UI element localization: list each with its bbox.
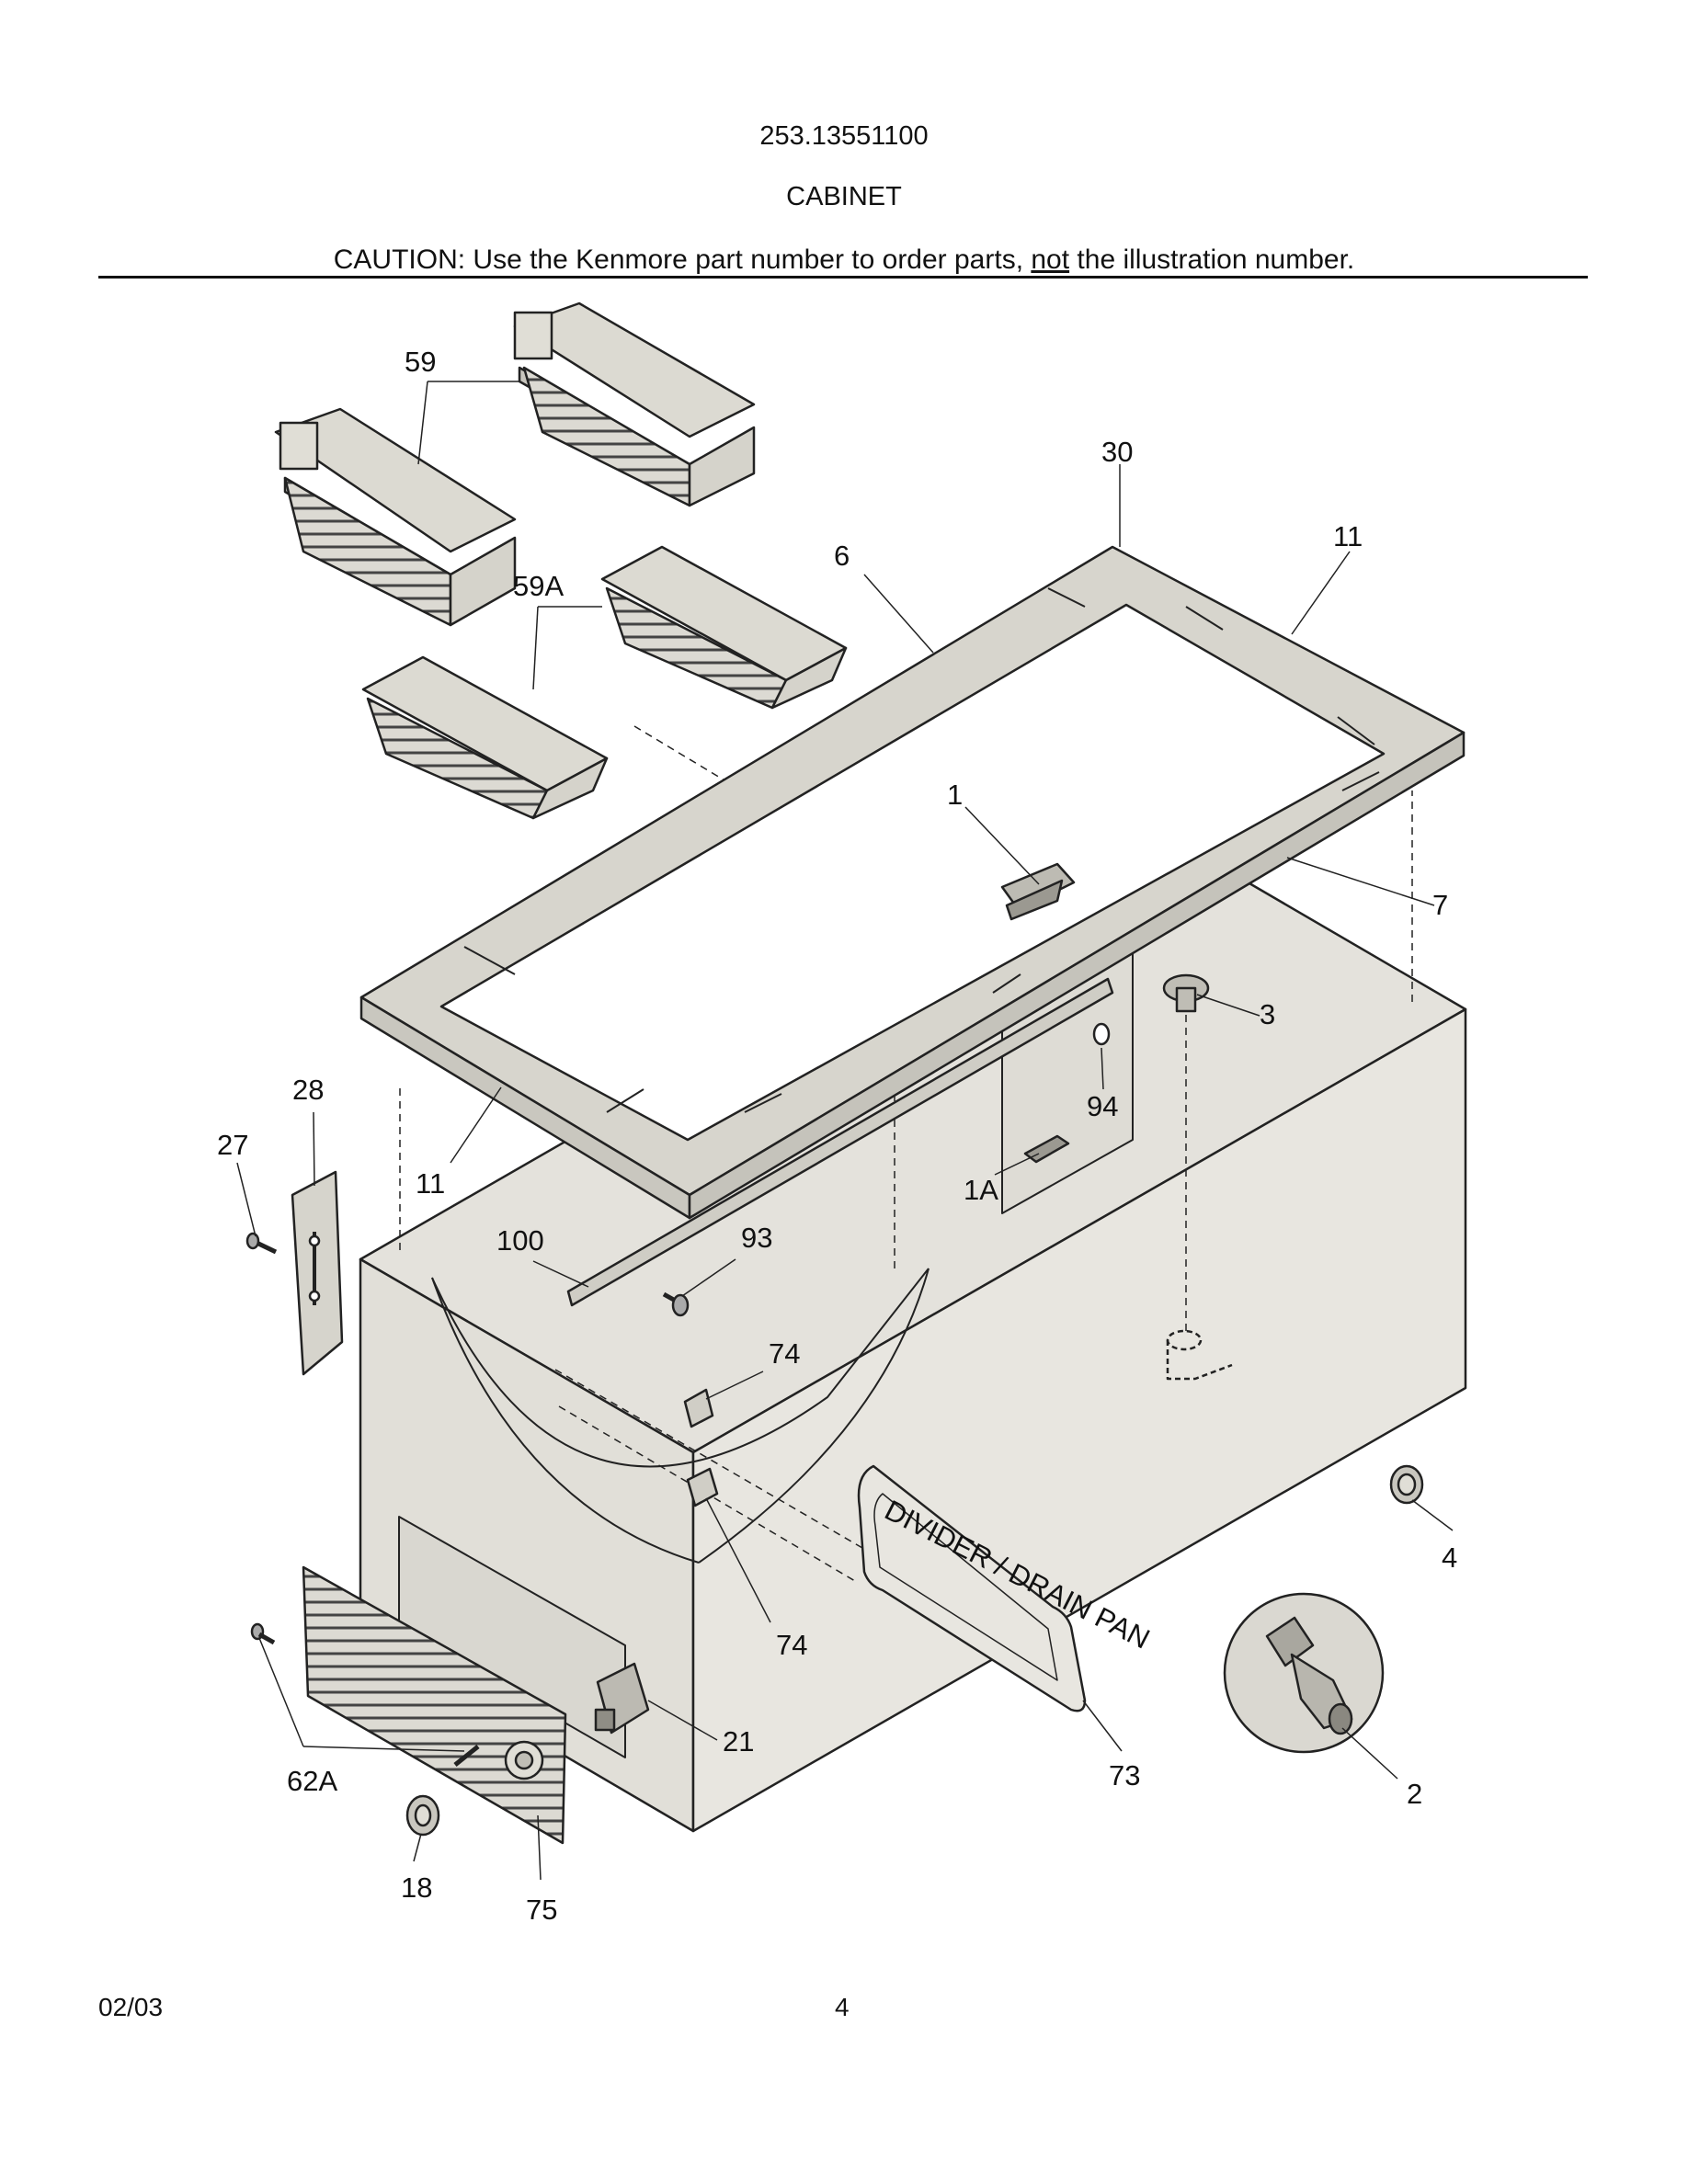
clip-74-lower	[686, 1467, 719, 1507]
caution-suffix: the illustration number.	[1069, 245, 1355, 275]
bracket-100	[566, 977, 1114, 1307]
header-rule	[98, 276, 1588, 279]
hinge-28	[291, 1170, 344, 1376]
section-title: CABINET	[786, 182, 902, 211]
callout-93: 93	[741, 1222, 772, 1254]
callout-1A: 1A	[964, 1174, 998, 1206]
lid-latch-1	[1000, 862, 1076, 921]
callout-18: 18	[401, 1871, 432, 1904]
callout-1: 1	[947, 779, 963, 811]
callout-59A: 59A	[513, 570, 564, 602]
screw-27	[245, 1232, 278, 1255]
callout-2: 2	[1407, 1778, 1422, 1810]
grille-75	[302, 1565, 567, 1845]
callout-7: 7	[1432, 889, 1448, 921]
caution-prefix: CAUTION: Use the Kenmore part number to …	[333, 245, 1032, 275]
callout-27: 27	[217, 1129, 248, 1161]
lid-gasket-frame	[359, 545, 1466, 1220]
model-number: 253.13551100	[759, 121, 929, 151]
caution-note: CAUTION: Use the Kenmore part number to …	[0, 245, 1688, 276]
drain-fitting-2-detail	[1223, 1592, 1385, 1754]
callout-11-top: 11	[1333, 520, 1363, 552]
callout-3: 3	[1260, 998, 1275, 1030]
leader-lines	[236, 381, 1454, 1881]
callout-74-upper: 74	[769, 1337, 800, 1370]
callout-59: 59	[405, 346, 436, 378]
callout-62A: 62A	[287, 1765, 337, 1797]
callout-6: 6	[834, 540, 850, 572]
screw-62A-center	[453, 1745, 480, 1767]
callout-74-lower: 74	[776, 1629, 807, 1661]
basket-59A-top	[600, 545, 848, 710]
callout-30: 30	[1101, 436, 1133, 468]
callout-75: 75	[526, 1894, 557, 1926]
basket-59A-bottom	[361, 655, 609, 820]
callout-11-bottom: 11	[416, 1167, 445, 1200]
callout-21: 21	[723, 1725, 754, 1757]
callout-94: 94	[1087, 1090, 1118, 1122]
bumper-18	[405, 1794, 440, 1837]
drain-tube	[1166, 1329, 1233, 1381]
callout-100: 100	[496, 1224, 544, 1257]
basket-59-left	[274, 407, 517, 627]
caution-emphasis: not	[1031, 245, 1070, 275]
basket-59-right	[513, 301, 756, 507]
plug-94	[1092, 1022, 1111, 1046]
drain-plug-4	[1389, 1464, 1424, 1505]
callout-73: 73	[1109, 1759, 1140, 1792]
screw-62A-left	[250, 1622, 276, 1645]
screw-93	[662, 1291, 690, 1317]
switch-21	[594, 1662, 650, 1735]
footer-date: 02/03	[98, 1993, 164, 2021]
page-number: 4	[835, 1993, 850, 2021]
callout-28: 28	[292, 1074, 324, 1106]
clip-74-upper	[683, 1388, 714, 1428]
callout-4: 4	[1442, 1541, 1457, 1574]
